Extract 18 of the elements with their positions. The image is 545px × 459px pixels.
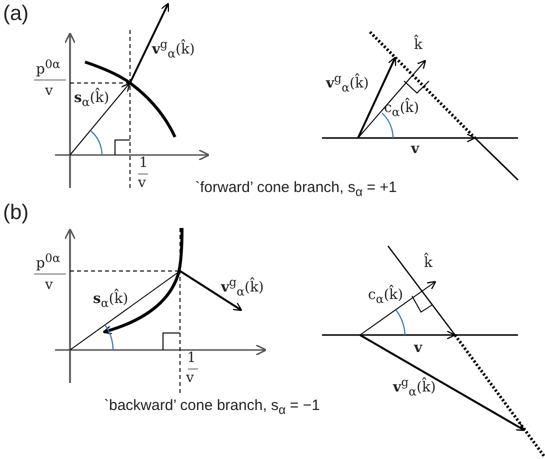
caption: `forward’ cone branch, s$_{α}$ = +1 [195, 180, 397, 200]
axis-label: 1 [139, 156, 148, 172]
axis-label: p$^{0α}$ [36, 252, 60, 272]
axis-label: v [45, 84, 53, 100]
axis-label: p$^{0α}$ [36, 58, 60, 78]
axis-label: v [186, 371, 194, 386]
vector-label: v$^{g}$$_{α}$(k̂) [393, 376, 436, 398]
axis-label: v [45, 278, 53, 294]
vector-label: v$^{g}$$_{α}$(k̂) [326, 72, 369, 94]
vector-label: v$^{g}$$_{α}$(k̂) [221, 276, 264, 298]
caption: `backward’ cone branch, s$_{α}$ = −1 [104, 398, 320, 418]
vector-label: v$^{g}$$_{α}$(k̂) [152, 38, 195, 60]
panel-label: (b) [3, 201, 29, 224]
vector-label: v [411, 142, 420, 158]
axis-label: 1 [187, 351, 196, 366]
axis-label: v [138, 176, 146, 192]
panel-label: (a) [3, 2, 29, 26]
vector-label: v [414, 341, 422, 356]
